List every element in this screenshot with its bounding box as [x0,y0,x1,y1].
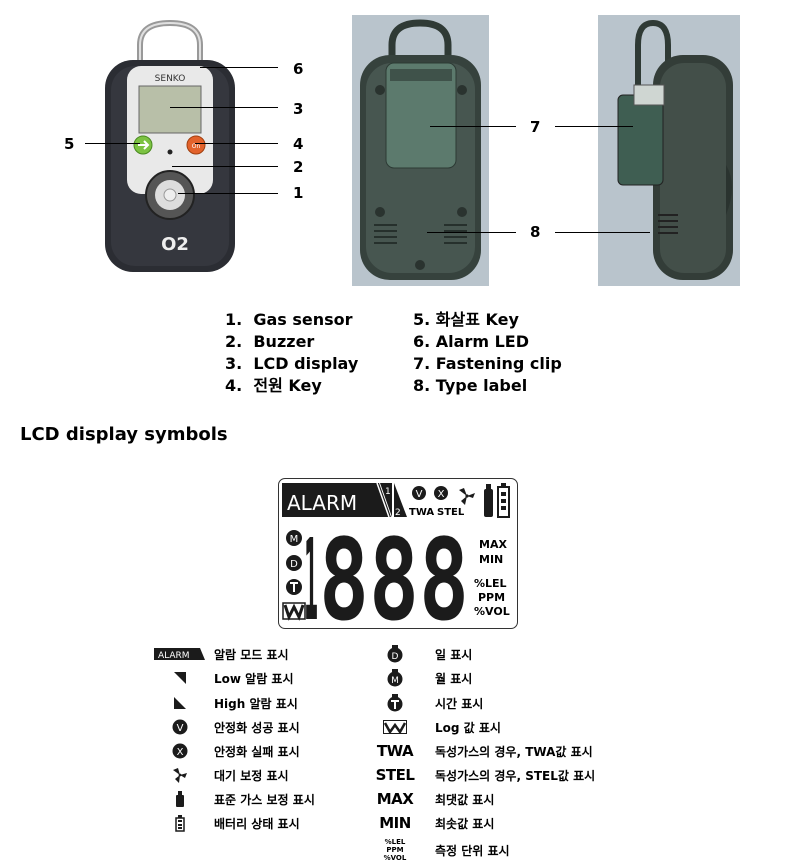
brand-logo: SENKO [155,74,186,84]
lcd-max: MAX [479,538,507,551]
svg-text:M: M [391,676,399,686]
svg-text:V: V [177,723,184,734]
callout-8: 8 [530,223,541,241]
battery-icon [152,814,208,832]
section-title: LCD display symbols [20,424,228,445]
low-alarm-icon [152,671,208,685]
legend-row-fan: 대기 보정 표시 [152,764,289,786]
parts-item: 3. LCD display [225,354,359,373]
parts-list-left: 1. Gas sensor 2. Buzzer 3. LCD display 4… [225,309,358,397]
lcd-leading-digit: 1 [304,516,318,628]
time-clock-icon [365,694,425,712]
alarm-block-icon: ALARM [152,647,208,661]
svg-text:ALARM: ALARM [158,651,190,661]
fan-icon [152,767,208,783]
callout-5: 5 [64,135,75,153]
v-circle-icon: V [152,719,208,735]
svg-text:D: D [392,652,399,662]
parts-item: 8. Type label [413,376,528,395]
lcd-min: MIN [479,553,503,566]
callout-3: 3 [293,100,304,118]
day-clock-icon: D [365,645,425,663]
legend-row-low-alarm: Low 알람 표시 [152,667,294,689]
lcd-digits: 888 [319,516,469,628]
svg-text:V: V [416,489,423,500]
callout-2: 2 [293,158,304,176]
legend-row-log: Log 값 표시 [365,716,501,738]
legend-row-min: MIN 최솟값 표시 [365,812,494,834]
callout-1: 1 [293,184,304,202]
parts-item: 4. 전원 Key [225,376,322,395]
lcd-stel: STEL [437,507,465,518]
svg-text:D: D [290,559,298,570]
legend-row-alarm: ALARM 알람 모드 표시 [152,643,289,665]
svg-text:X: X [438,489,445,500]
gas-cylinder-icon [152,791,208,807]
parts-item: 6. Alarm LED [413,332,529,351]
legend-row-time: 시간 표시 [365,692,483,714]
high-alarm-icon [152,696,208,710]
svg-text:2: 2 [395,508,401,518]
legend-row-battery: 배터리 상태 표시 [152,812,300,834]
month-clock-icon: M [365,669,425,687]
lcd-twa: TWA [409,507,434,518]
lcd-vol: %VOL [474,605,510,618]
model-badge: O2 [161,234,189,255]
legend-row-day: D 일 표시 [365,643,472,665]
lcd-alarm: ALARM [287,491,357,515]
twa-symbol: TWA [376,742,414,760]
parts-item: 2. Buzzer [225,332,315,351]
svg-text:M: M [290,534,299,545]
log-wave-icon [365,720,425,734]
legend-row-twa: TWA 독성가스의 경우, TWA값 표시 [365,740,593,762]
x-circle-icon: X [152,743,208,759]
lcd-lel: %LEL [474,577,507,590]
legend-row-month: M 월 표시 [365,667,472,689]
parts-list-right: 5. 화살표 Key 6. Alarm LED 7. Fastening cli… [413,309,562,397]
parts-item: 5. 화살표 Key [413,310,519,329]
callout-7: 7 [530,118,541,136]
svg-text:1: 1 [385,487,391,497]
lcd-display-diagram: ALARM 1 2 V X TWA STEL M D 1 [278,478,518,629]
device-back-image [352,15,489,286]
callout-6: 6 [293,60,304,78]
legend-row-high-alarm: High 알람 표시 [152,692,298,714]
min-symbol: MIN [379,814,411,832]
lcd-ppm: PPM [478,591,505,604]
max-symbol: MAX [376,790,414,808]
legend-row-stel: STEL 독성가스의 경우, STEL값 표시 [365,764,596,786]
legend-row-max: MAX 최댓값 표시 [365,788,495,810]
parts-item: 7. Fastening clip [413,354,562,373]
svg-text:X: X [177,747,184,758]
device-side-image [598,15,740,286]
parts-item: 1. Gas sensor [225,310,353,329]
callout-4: 4 [293,135,304,153]
device-front-image: SENKO On O2 [105,19,235,275]
legend-row-v: V 안정화 성공 표시 [152,716,300,738]
svg-text:On: On [192,143,201,150]
legend-row-cylinder: 표준 가스 보정 표시 [152,788,315,810]
stel-symbol: STEL [375,766,415,784]
legend-row-x: X 안정화 실패 표시 [152,740,300,762]
